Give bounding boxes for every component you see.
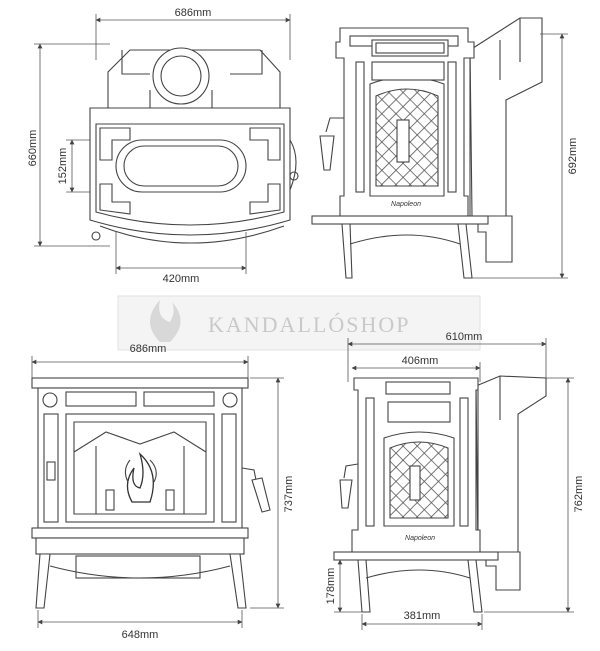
front-leg-right — [229, 553, 247, 609]
flame-icon — [126, 451, 154, 503]
side-view-bottom: 610mm 406mm Napoleon 762mm 1 — [325, 331, 585, 630]
top-width-label: 686mm — [175, 7, 212, 19]
front-leg-left — [35, 553, 51, 609]
hearth-plate — [311, 215, 489, 225]
side-pillar — [355, 61, 365, 193]
rear-vent-lines — [477, 376, 501, 552]
rear-vent-lines — [469, 18, 521, 216]
front-door-arch — [73, 431, 207, 453]
leg-arch — [365, 569, 471, 579]
front-door — [65, 413, 215, 523]
side-depth-label: 610mm — [446, 331, 483, 343]
watermark-text: KANDALLÓSHOP — [208, 312, 410, 337]
leg-arch — [349, 234, 461, 245]
side-height-label: 762mm — [573, 476, 585, 513]
upper-panel-inner — [375, 42, 445, 54]
window-height-label: 152mm — [57, 148, 69, 185]
watermark: KANDALLÓSHOP — [117, 295, 481, 351]
front-pillar-right — [221, 413, 237, 523]
front-width-label: 686mm — [130, 343, 167, 355]
front-rosette-left — [42, 392, 58, 408]
side-handle-arm — [343, 463, 359, 479]
rear-leg — [467, 559, 483, 613]
front-top-panel-left — [65, 391, 137, 407]
front-left-ornament — [46, 461, 56, 481]
front-door-mullions — [95, 446, 185, 514]
top-front-knob — [91, 231, 101, 241]
top-front-curve — [99, 225, 285, 244]
front-door-inner — [73, 421, 207, 515]
side-top-label: 406mm — [402, 355, 439, 367]
front-handle-arm — [241, 467, 257, 481]
flame-detail-icon — [124, 459, 157, 483]
top-inner-outline — [95, 123, 285, 226]
front-log — [165, 489, 175, 511]
side-top-window — [371, 61, 445, 81]
front-view: 686mm 737mm — [31, 343, 295, 641]
side-height-label: 692mm — [567, 138, 579, 175]
front-ash-lip — [35, 537, 245, 555]
top-oval-window — [115, 139, 247, 193]
rear-vent-bottom — [485, 551, 521, 591]
side-pillar — [365, 397, 375, 527]
front-top-plate — [31, 377, 249, 389]
corner-ornament — [99, 127, 131, 161]
side-handle-grip — [319, 135, 335, 171]
front-leg-arch — [49, 565, 231, 579]
brand-badge: Napoleon — [405, 535, 435, 542]
top-oval-window-inner — [123, 145, 239, 187]
side-handle-grip — [339, 479, 353, 509]
rear-leg — [457, 223, 473, 279]
front-pillar-left — [43, 413, 59, 523]
upper-panel — [385, 381, 451, 395]
top-depth-label: 660mm — [27, 130, 39, 167]
front-leg — [341, 223, 353, 279]
front-log — [105, 489, 115, 511]
top-side-handle — [289, 139, 297, 191]
front-rosette-right — [222, 392, 238, 408]
rear-vent-bottom — [477, 215, 513, 263]
side-view-top: Napoleon 692mm — [311, 17, 579, 279]
hearth-plate — [333, 551, 499, 561]
rear-vent-housing — [475, 375, 547, 553]
front-base-label: 648mm — [122, 629, 159, 641]
flue-collar-inner — [160, 55, 202, 97]
side-pillar — [459, 397, 469, 527]
side-base-label: 381mm — [404, 610, 441, 622]
flue-supports — [149, 90, 213, 108]
corner-ornament — [99, 183, 131, 215]
upper-panel — [371, 39, 449, 57]
top-side-knob — [289, 171, 299, 181]
front-leg — [357, 559, 371, 613]
rear-vent-housing — [469, 17, 543, 217]
side-top-window — [387, 401, 451, 423]
corner-ornament — [249, 127, 281, 161]
front-width-label: 420mm — [163, 273, 200, 285]
side-pillar — [447, 61, 457, 193]
flame-logo-icon — [150, 300, 181, 342]
front-top-panel-right — [143, 391, 215, 407]
door-ornament — [409, 465, 421, 501]
leg-height-label: 178mm — [325, 568, 337, 605]
corner-ornament — [249, 183, 281, 215]
brand-badge: Napoleon — [391, 201, 421, 208]
front-height-label: 737mm — [283, 476, 295, 513]
side-handle-arm — [325, 117, 344, 133]
top-view: 686mm 660mm 152mm — [27, 7, 299, 285]
door-ornament — [396, 119, 410, 163]
front-handle-grip — [251, 477, 271, 513]
top-rear-detail — [121, 50, 263, 75]
front-base-plate — [31, 527, 249, 539]
top-rear-body — [107, 49, 281, 108]
